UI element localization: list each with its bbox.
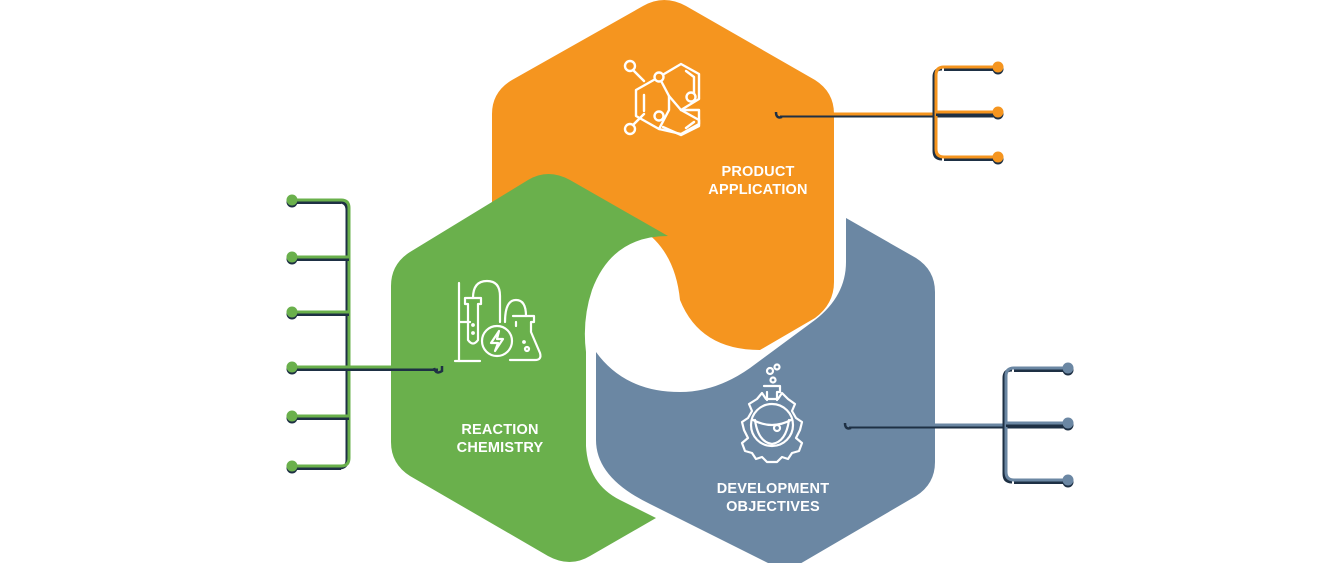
label-development-objectives: DEVELOPMENT OBJECTIVES (693, 480, 853, 516)
hexagon-blue (596, 218, 935, 563)
segment-reaction-chemistry (391, 174, 668, 562)
connector-anchor-hook (843, 422, 852, 430)
connector-spine-shadow (338, 200, 349, 470)
hexagon-green (391, 174, 668, 562)
label-line-2: CHEMISTRY (456, 440, 544, 456)
connector-endpoint-dot (1062, 417, 1074, 429)
connector-endpoint-dot (992, 151, 1004, 163)
connector-endpoint-dot (1062, 474, 1074, 486)
molecule-icon (623, 59, 701, 137)
connector-endpoint-dot (286, 251, 298, 263)
label-reaction-chemistry: REACTION CHEMISTRY (440, 421, 560, 457)
connector-development-objectives (843, 362, 1074, 488)
connector-endpoint-dot (286, 361, 298, 373)
chemistry-lab-apparatus-icon (453, 279, 542, 363)
connector-endpoint-dot (286, 410, 298, 422)
segment-development-objectives (596, 218, 935, 563)
label-line-2: OBJECTIVES (726, 499, 820, 515)
connector-endpoint-dot (1062, 362, 1074, 374)
connector-endpoint-dot (286, 194, 298, 206)
connector-endpoint-dot (992, 61, 1004, 73)
connector-endpoint-dot (286, 306, 298, 318)
connector-endpoint-dot (286, 460, 298, 472)
connector-reaction-chemistry (286, 194, 444, 474)
label-line-1: REACTION (461, 422, 539, 438)
label-line-1: PRODUCT (721, 164, 795, 180)
connector-endpoint-dot (992, 106, 1004, 118)
connector-spine (340, 198, 351, 468)
connector-anchor-hook (774, 111, 783, 119)
label-line-1: DEVELOPMENT (716, 481, 830, 497)
connector-product-application (774, 61, 1004, 165)
label-line-2: APPLICATION (708, 182, 808, 198)
segment-product-application (492, 0, 834, 350)
flask-gear-icon (740, 363, 804, 464)
label-product-application: PRODUCT APPLICATION (698, 163, 818, 199)
hexagon-orange (492, 0, 834, 350)
connector-anchor-hook (432, 366, 444, 374)
